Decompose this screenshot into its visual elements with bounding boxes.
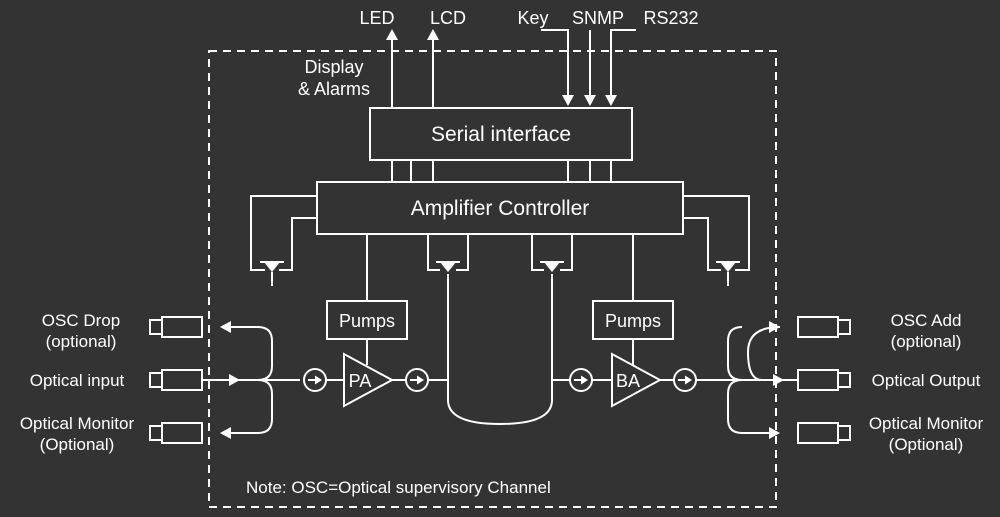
ba-input-photodiode: [531, 234, 573, 273]
preamplifier: PA: [326, 352, 406, 408]
serial-interface-block: [369, 107, 633, 161]
optical-output-connector: [797, 369, 851, 391]
osc-add-connector: [797, 316, 851, 338]
output-monitor-arrow: [769, 427, 780, 439]
ba-input-isolator: [569, 368, 593, 392]
input-monitor-optional-label: (Optional): [40, 435, 115, 454]
input-isolator: [303, 368, 327, 392]
snmp-label: SNMP: [572, 8, 624, 28]
optical-input-label: Optical input: [30, 371, 125, 390]
optical-input-connector: [149, 369, 203, 391]
led-label: LED: [359, 8, 394, 28]
key-label: Key: [517, 8, 548, 28]
display-alarms-label-line2: & Alarms: [298, 79, 370, 99]
osc-drop-optional-label: (optional): [46, 332, 117, 351]
pumps-left-block: [326, 300, 408, 340]
pumps-left-label: Pumps: [339, 311, 395, 331]
output-isolator: [673, 368, 697, 392]
pumps-right-block: [592, 300, 674, 340]
output-monitor-photodiode: [683, 195, 750, 286]
rs232-input-arrow: [605, 29, 636, 106]
module-enclosure: [208, 50, 777, 508]
booster-amplifier: BA: [592, 352, 674, 408]
pumps-right-label: Pumps: [605, 311, 661, 331]
rs232-label: RS232: [643, 8, 698, 28]
osc-add-optional-label: (optional): [891, 332, 962, 351]
output-monitor-optional-label: (Optional): [889, 435, 964, 454]
osc-add-arrow: [769, 321, 780, 333]
led-output-arrow: [386, 29, 398, 108]
input-monitor-photodiode: [250, 195, 317, 286]
input-to-splitter-arrow: [229, 374, 240, 386]
osc-drop-label: OSC Drop: [42, 311, 120, 330]
lcd-label: LCD: [430, 8, 466, 28]
serial-controller-bus: [391, 160, 612, 182]
pa-output-isolator: [405, 368, 429, 392]
output-arrow: [773, 374, 784, 386]
pa-output-photodiode: [427, 234, 469, 273]
optical-output-label: Optical Output: [872, 371, 981, 390]
osc-drop-arrow: [220, 321, 231, 333]
display-alarms-label-line1: Display: [304, 57, 363, 77]
output-monitor-label: Optical Monitor: [869, 414, 984, 433]
input-monitor-label: Optical Monitor: [20, 414, 135, 433]
input-monitor-connector: [149, 422, 203, 444]
mid-stage-fiber-loop: [447, 274, 553, 426]
amplifier-controller-label: Amplifier Controller: [411, 197, 590, 220]
osc-add-label: OSC Add: [891, 311, 962, 330]
output-monitor-connector: [797, 422, 851, 444]
amplifier-controller-block: [316, 181, 684, 235]
snmp-input-arrow: [584, 30, 596, 106]
ba-label: BA: [616, 371, 640, 391]
serial-interface-label: Serial interface: [431, 123, 571, 146]
lcd-output-arrow: [427, 29, 439, 108]
osc-drop-connector: [149, 316, 203, 338]
left-fiber-splitter: [202, 326, 300, 434]
osc-note: Note: OSC=Optical supervisory Channel: [246, 478, 551, 497]
key-input-arrow: [541, 29, 574, 106]
input-monitor-arrow: [220, 427, 231, 439]
pa-label: PA: [349, 371, 372, 391]
